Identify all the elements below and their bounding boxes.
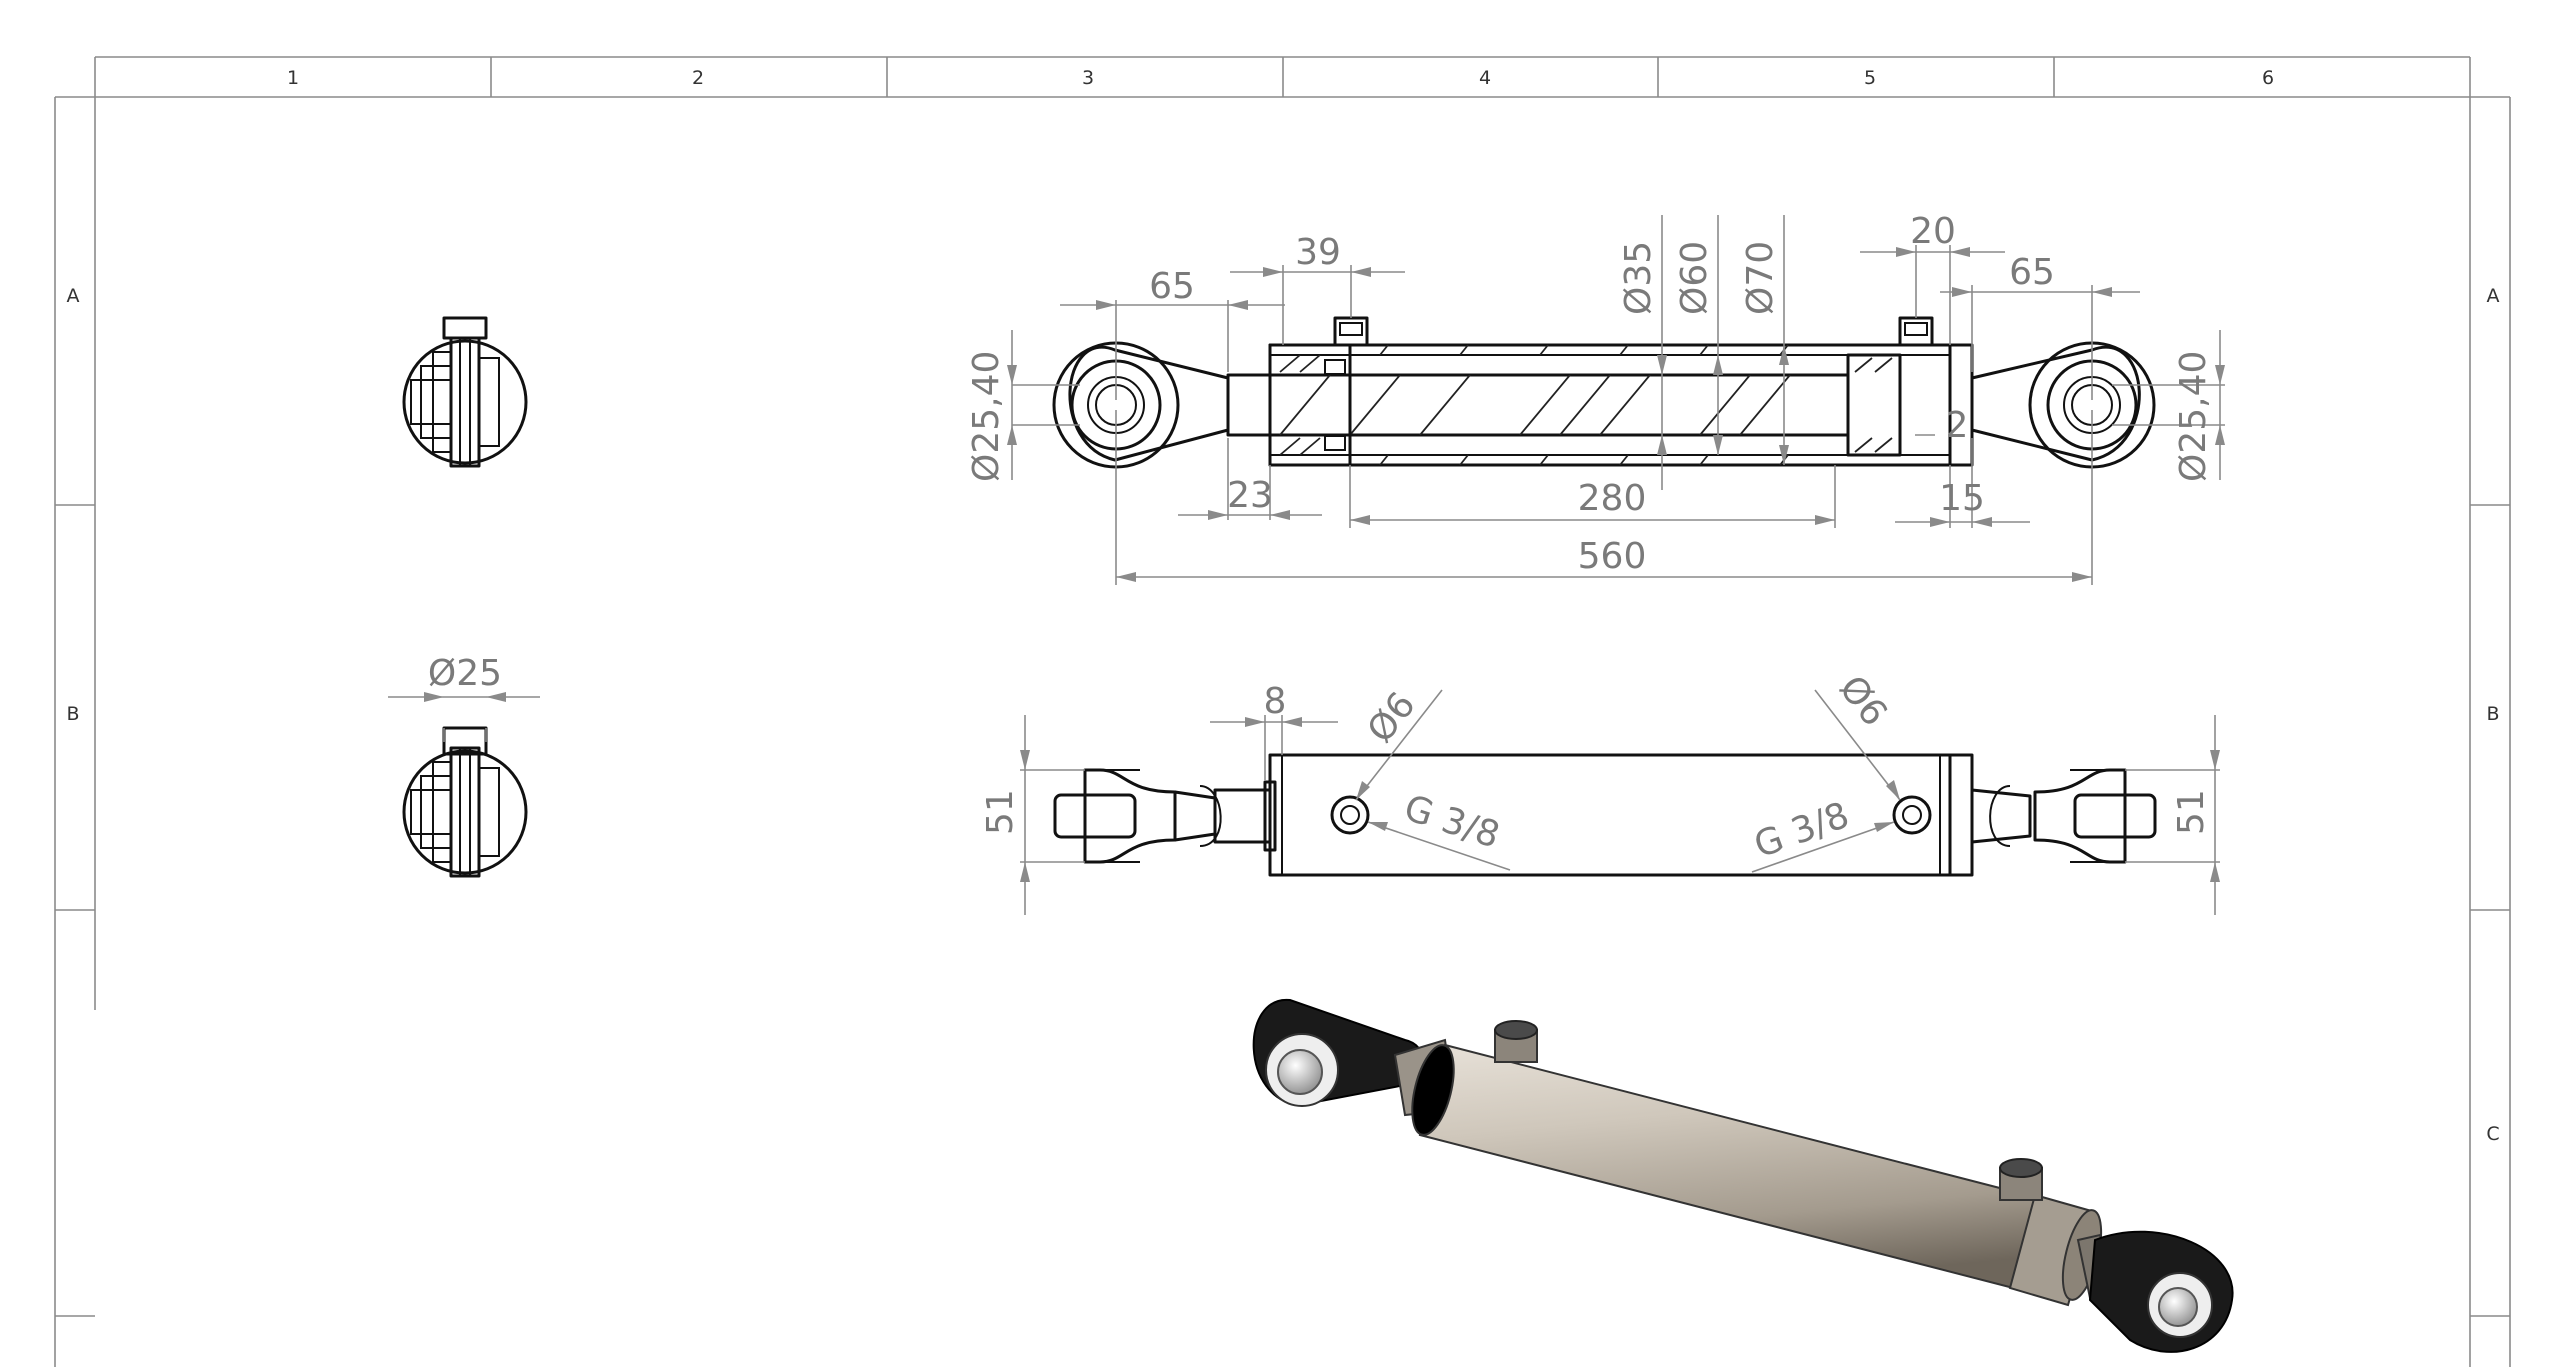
dim-label-end-cap: 15 [1939,478,1985,519]
dim-label-bore-dia: Ø60 [1674,241,1715,315]
dim-label-left-eye-offset: 65 [1149,266,1195,307]
sheet-border [54,56,2511,1367]
dim-label-right-eye-height: 51 [2171,789,2212,835]
end-view-top [402,316,528,468]
row-label-a-left: A [67,285,80,307]
end-view-bottom [402,726,528,878]
dim-label-left-thread: G 3/8 [1399,788,1504,857]
row-label-c-right: C [2486,1123,2499,1145]
dim-label-overall-length: 560 [1578,536,1647,577]
dim-label-pin-dia: Ø25 [428,653,502,694]
dim-label-right-eye-offset: 65 [2009,252,2055,293]
dim-label-port-width: 8 [1264,681,1287,722]
column-label-5: 5 [1864,67,1876,89]
column-label-3: 3 [1082,67,1094,89]
dim-label-chamfer: 2 [1946,405,1969,446]
section-view [1052,316,2156,469]
dim-label-outer-dia: Ø70 [1740,241,1781,315]
isometric-view [1252,998,2234,1353]
dim-pin-diameter: Ø25 [388,653,540,742]
row-label-b-right: B [2486,703,2499,725]
dim-label-right-eye-dia: Ø25,40 [2173,351,2214,482]
dim-label-rod-dia: Ø35 [1618,241,1659,315]
side-view [1053,753,2157,877]
iso-port-left [1494,1020,1538,1063]
dim-label-left-eye-height: 51 [980,789,1021,835]
dim-label-right-thread: G 3/8 [1749,795,1854,867]
column-label-6: 6 [2262,67,2274,89]
row-label-a-right: A [2487,285,2500,307]
zone-labels: 1 2 3 4 5 6 A B A B C [66,67,2499,1145]
column-label-1: 1 [287,67,299,89]
dim-label-right-port-offset: 20 [1910,211,1956,252]
dim-label-left-eye-dia: Ø25,40 [966,351,1007,482]
dim-label-left-port-dia: Ø6 [1360,685,1424,751]
dim-label-stroke: 280 [1578,478,1647,519]
iso-left-eye [1252,998,1425,1107]
column-label-2: 2 [692,67,704,89]
iso-cylinder-tube [1411,1043,2103,1307]
section-dimensions: 65 39 Ø35 Ø60 Ø70 20 65 [966,211,2225,585]
dim-label-left-gland: 23 [1227,475,1273,516]
iso-right-eye [2076,1230,2234,1353]
column-label-4: 4 [1479,67,1491,89]
dim-label-left-port-offset: 39 [1295,232,1341,273]
row-label-b-left: B [66,703,79,725]
iso-port-right [1999,1158,2043,1201]
